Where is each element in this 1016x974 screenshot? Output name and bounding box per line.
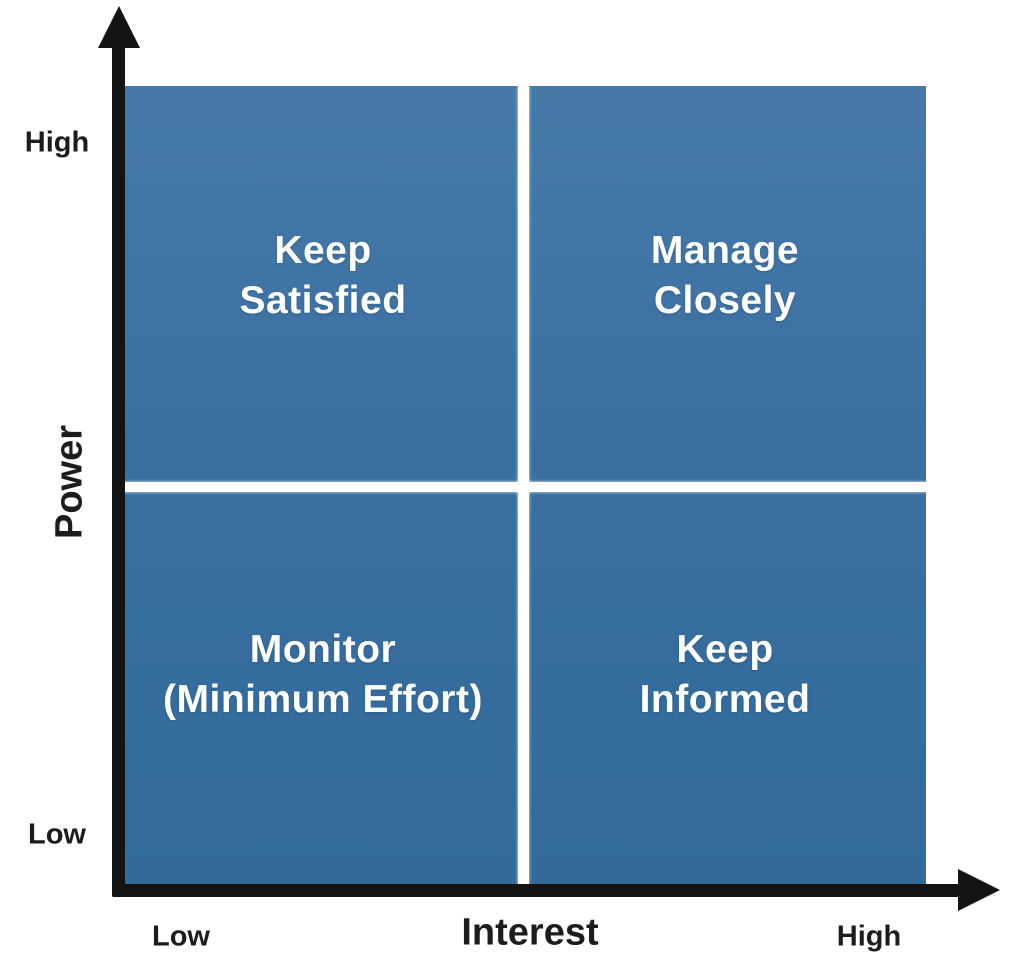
x-axis-arrow-icon [958, 869, 1000, 911]
quadrant-keep-informed: Keep Informed [524, 486, 926, 886]
y-axis-title: Power [48, 424, 91, 540]
x-axis-title: Interest [461, 911, 599, 954]
quadrant-keep-satisfied: Keep Satisfied [122, 86, 524, 486]
horizontal-divider [122, 482, 926, 492]
quadrant-monitor-label: Monitor (Minimum Effort) [163, 628, 483, 722]
quadrant-manage-closely-label: Manage Closely [650, 228, 800, 322]
x-axis-line [112, 884, 962, 897]
y-axis-arrow-icon [98, 6, 140, 48]
y-axis-low-label: Low [28, 818, 86, 851]
x-axis-high-label: High [836, 920, 902, 953]
quadrant-keep-satisfied-label: Keep Satisfied [239, 228, 407, 322]
quadrant-manage-closely: Manage Closely [524, 86, 926, 486]
y-axis-line [112, 42, 125, 897]
x-axis-low-label: Low [152, 920, 210, 953]
quadrant-keep-informed-label: Keep Informed [639, 628, 811, 722]
quadrant-monitor: Monitor (Minimum Effort) [122, 486, 524, 886]
y-axis-high-label: High [24, 126, 90, 159]
